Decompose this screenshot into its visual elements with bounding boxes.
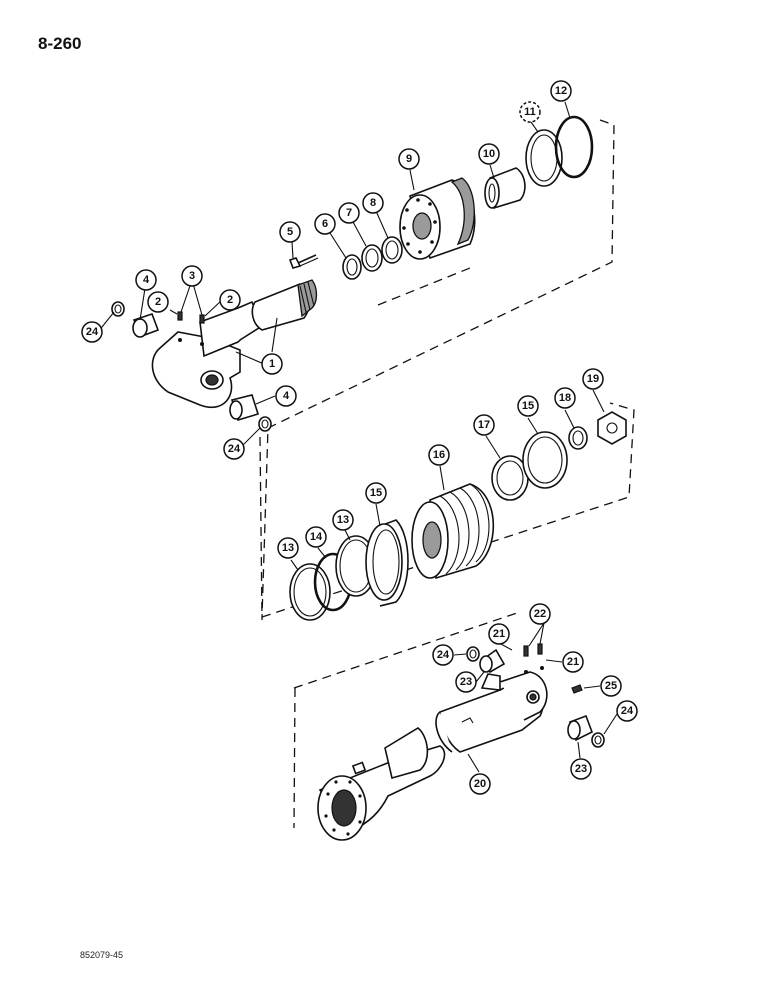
- svg-text:4: 4: [143, 274, 150, 286]
- callout-23a: 23: [455, 671, 477, 693]
- svg-text:6: 6: [322, 218, 328, 230]
- callout-21a: 21: [488, 623, 510, 645]
- svg-text:21: 21: [493, 628, 505, 640]
- callout-5: 5: [279, 221, 301, 243]
- svg-text:25: 25: [605, 680, 617, 692]
- svg-text:22: 22: [534, 608, 546, 620]
- svg-text:9: 9: [406, 153, 412, 165]
- cylinder-head: [399, 177, 476, 260]
- callout-8: 8: [362, 192, 384, 214]
- svg-text:24: 24: [437, 649, 450, 661]
- svg-text:4: 4: [283, 390, 290, 402]
- svg-text:15: 15: [522, 400, 534, 412]
- piston-seal-group: [289, 519, 409, 621]
- callout-19: 19: [582, 368, 604, 390]
- svg-text:16: 16: [433, 449, 445, 461]
- callout-18: 18: [554, 387, 576, 409]
- svg-text:11: 11: [524, 106, 536, 118]
- callout-10: 10: [478, 143, 500, 165]
- callout-22: 22: [529, 603, 551, 625]
- callout-7: 7: [338, 202, 360, 224]
- callout-4b: 4: [275, 385, 297, 407]
- svg-text:10: 10: [483, 148, 495, 160]
- svg-text:24: 24: [621, 705, 634, 717]
- piston-rings-right: [491, 411, 627, 501]
- svg-text:7: 7: [346, 207, 352, 219]
- callout-17: 17: [473, 414, 495, 436]
- assembly-guide-lines: [259, 119, 635, 829]
- top-bushing-lower: [229, 394, 272, 432]
- callout-12: 12: [550, 80, 572, 102]
- callout-15b: 15: [517, 395, 539, 417]
- callout-2a: 2: [147, 291, 169, 313]
- bolt: [288, 254, 319, 269]
- svg-text:2: 2: [155, 296, 161, 308]
- callout-3: 3: [181, 265, 203, 287]
- svg-text:24: 24: [86, 326, 99, 338]
- callout-24c: 24: [432, 644, 454, 666]
- page-number: 8-260: [38, 34, 82, 53]
- callout-13b: 13: [332, 509, 354, 531]
- head-sleeve: [484, 167, 526, 210]
- barrel-bushing-lower: [567, 714, 605, 748]
- svg-text:18: 18: [559, 392, 571, 404]
- callout-11: 11: [519, 101, 541, 123]
- svg-text:24: 24: [228, 443, 241, 455]
- svg-text:13: 13: [282, 542, 294, 554]
- svg-text:20: 20: [474, 778, 486, 790]
- callout-1: 1: [261, 353, 283, 375]
- callout-4a: 4: [135, 269, 157, 291]
- callout-24b: 24: [223, 438, 245, 460]
- callout-9: 9: [398, 148, 420, 170]
- svg-text:23: 23: [460, 676, 472, 688]
- svg-text:13: 13: [337, 514, 349, 526]
- svg-text:5: 5: [287, 226, 293, 238]
- svg-text:3: 3: [189, 270, 195, 282]
- piston: [411, 483, 495, 580]
- svg-text:8: 8: [370, 197, 376, 209]
- barrel-bushing-upper: [466, 646, 506, 674]
- callout-20: 20: [469, 773, 491, 795]
- callout-14: 14: [305, 526, 327, 548]
- rod-seal-rings: [342, 236, 403, 280]
- callout-15a: 15: [365, 482, 387, 504]
- svg-text:2: 2: [227, 294, 233, 306]
- callout-21b: 21: [562, 651, 584, 673]
- svg-text:17: 17: [478, 419, 490, 431]
- cylinder-barrel: [317, 666, 548, 841]
- head-rings: [525, 115, 594, 187]
- svg-text:1: 1: [269, 358, 275, 370]
- svg-text:12: 12: [555, 85, 567, 97]
- rod-assembly: [151, 279, 318, 408]
- callout-24a: 24: [81, 321, 103, 343]
- svg-text:21: 21: [567, 656, 579, 668]
- svg-text:15: 15: [370, 487, 382, 499]
- callout-25: 25: [600, 675, 622, 697]
- callout-23b: 23: [570, 758, 592, 780]
- callout-13a: 13: [277, 537, 299, 559]
- callout-2b: 2: [219, 289, 241, 311]
- svg-text:19: 19: [587, 373, 599, 385]
- callout-16: 16: [428, 444, 450, 466]
- callout-24d: 24: [616, 700, 638, 722]
- svg-text:23: 23: [575, 763, 587, 775]
- callout-6: 6: [314, 213, 336, 235]
- svg-text:14: 14: [310, 531, 323, 543]
- figure-code: 852079-45: [80, 950, 124, 960]
